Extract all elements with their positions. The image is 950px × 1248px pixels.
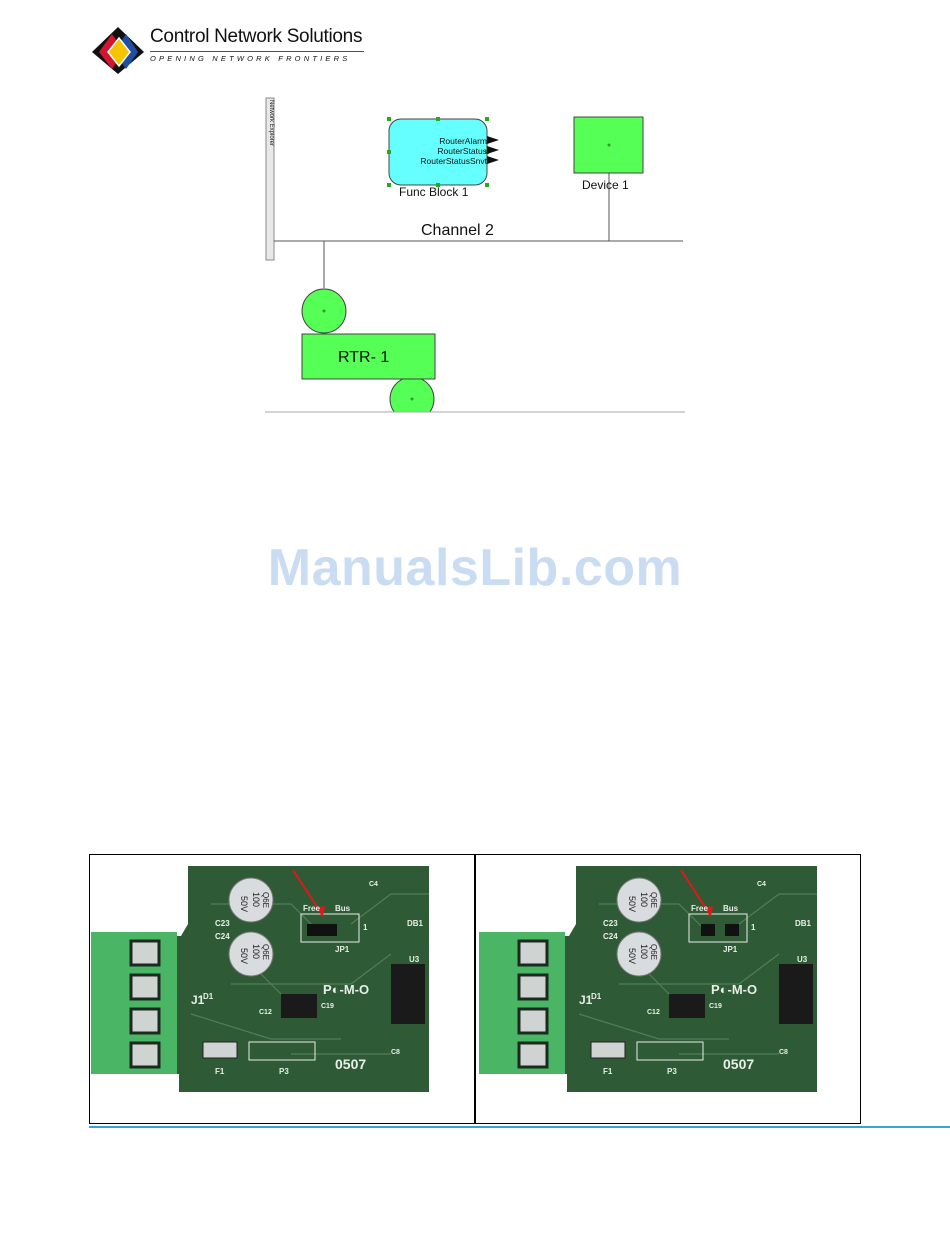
ic-chip	[669, 994, 705, 1018]
svg-text:C23: C23	[215, 919, 230, 928]
svg-text:Q6E: Q6E	[261, 892, 270, 908]
svg-text:C12: C12	[259, 1009, 272, 1016]
svg-text:100: 100	[251, 944, 261, 959]
capacitor-lower	[616, 931, 662, 977]
svg-text:100: 100	[639, 892, 649, 907]
svg-text:Q6E: Q6E	[649, 892, 658, 908]
header-p3	[636, 1041, 704, 1061]
output-router-status: RouterStatus	[437, 146, 487, 156]
terminal-screws	[129, 939, 161, 1069]
router-lower-node	[389, 376, 435, 416]
svg-text:C19: C19	[709, 1003, 722, 1010]
fuse-f1	[202, 1041, 238, 1059]
network-explorer-label: Network Explorer	[268, 100, 274, 146]
svg-text:Free: Free	[691, 904, 708, 913]
svg-text:JP1: JP1	[723, 945, 738, 954]
svg-text:F1: F1	[215, 1067, 225, 1076]
pcb-photo-free: 50V 100 Q6E 50V 100 Q6E C23 C24 Free Bus…	[91, 866, 429, 1092]
svg-text:100: 100	[639, 944, 649, 959]
channel-2-label: Channel 2	[421, 222, 494, 239]
svg-text:P◐-M-O: P◐-M-O	[323, 982, 369, 997]
jp1-outline	[688, 913, 748, 943]
terminal-screws	[517, 939, 549, 1069]
svg-text:D1: D1	[591, 992, 602, 1001]
svg-text:100: 100	[251, 892, 261, 907]
svg-text:C24: C24	[603, 932, 618, 941]
svg-text:P3: P3	[279, 1067, 289, 1076]
logo-yellow-diamond-icon	[107, 36, 131, 68]
svg-text:C12: C12	[647, 1009, 660, 1016]
svg-text:DB1: DB1	[407, 919, 424, 928]
pcb-photo-bus: 50V 100 Q6E 50V 100 Q6E C23 C24 Free Bus…	[479, 866, 817, 1092]
output-arrow-icon	[487, 136, 499, 144]
device-1-label: Device 1	[582, 178, 629, 192]
company-name: Control Network Solutions	[150, 26, 363, 47]
svg-text:P◐-M-O: P◐-M-O	[711, 982, 757, 997]
svg-text:J1: J1	[191, 993, 205, 1007]
output-arrow-icon	[487, 146, 499, 154]
svg-text:1: 1	[363, 923, 368, 932]
logo-underline	[150, 51, 364, 52]
svg-text:Bus: Bus	[723, 904, 739, 913]
svg-text:C8: C8	[779, 1049, 788, 1056]
func-block-1-label: Func Block 1	[399, 185, 469, 199]
router-label: RTR- 1	[338, 349, 389, 366]
svg-text:C19: C19	[321, 1003, 334, 1010]
footer-rule	[89, 1126, 950, 1128]
svg-text:0507: 0507	[335, 1056, 366, 1072]
jp1-outline	[300, 913, 360, 943]
svg-text:50V: 50V	[239, 896, 249, 912]
svg-text:F1: F1	[603, 1067, 613, 1076]
svg-text:50V: 50V	[627, 948, 637, 964]
svg-text:C8: C8	[391, 1049, 400, 1056]
capacitor-upper	[616, 877, 662, 923]
svg-text:DB1: DB1	[795, 919, 812, 928]
svg-text:U3: U3	[797, 955, 808, 964]
svg-text:Free: Free	[303, 904, 320, 913]
photo-table-divider	[474, 854, 476, 1124]
capacitor-lower	[228, 931, 274, 977]
fuse-f1	[590, 1041, 626, 1059]
company-logo	[92, 27, 144, 74]
svg-text:U3: U3	[409, 955, 420, 964]
jumper-shunt-bus	[701, 924, 715, 936]
svg-text:JP1: JP1	[335, 945, 350, 954]
svg-text:D1: D1	[203, 992, 214, 1001]
jumper-shunt-bus	[725, 924, 739, 936]
watermark: ManualsLib.com	[267, 539, 683, 597]
svg-text:C4: C4	[757, 881, 766, 888]
jumper-shunt	[307, 924, 337, 936]
svg-text:J1: J1	[579, 993, 593, 1007]
svg-text:C4: C4	[369, 881, 378, 888]
capacitor-upper	[228, 877, 274, 923]
svg-text:50V: 50V	[627, 896, 637, 912]
svg-text:Q6E: Q6E	[261, 944, 270, 960]
svg-text:0507: 0507	[723, 1056, 754, 1072]
network-explorer-panel	[265, 97, 275, 261]
svg-text:1: 1	[751, 923, 756, 932]
router-box	[301, 333, 436, 380]
svg-text:Bus: Bus	[335, 904, 351, 913]
svg-text:C24: C24	[215, 932, 230, 941]
svg-text:Q6E: Q6E	[649, 944, 658, 960]
output-router-status-snvt: RouterStatusSnvt	[420, 156, 487, 166]
company-tagline: OPENING NETWORK FRONTIERS	[150, 54, 351, 63]
output-router-alarm: RouterAlarm	[439, 136, 487, 146]
svg-text:P3: P3	[667, 1067, 677, 1076]
ic-u3	[779, 964, 813, 1024]
header-p3	[248, 1041, 316, 1061]
svg-text:C23: C23	[603, 919, 618, 928]
network-diagram: Network Explorer Channel 2 Device 1 Rout…	[263, 97, 693, 416]
output-arrow-icon	[487, 156, 499, 164]
device-1-center-dot	[607, 143, 611, 147]
svg-text:50V: 50V	[239, 948, 249, 964]
ic-chip	[281, 994, 317, 1018]
ic-u3	[391, 964, 425, 1024]
